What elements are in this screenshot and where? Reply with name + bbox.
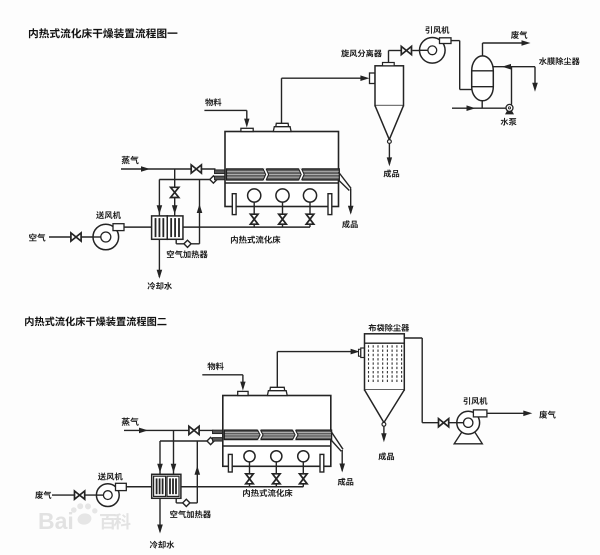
svg-text:Bai: Bai [38,508,74,534]
